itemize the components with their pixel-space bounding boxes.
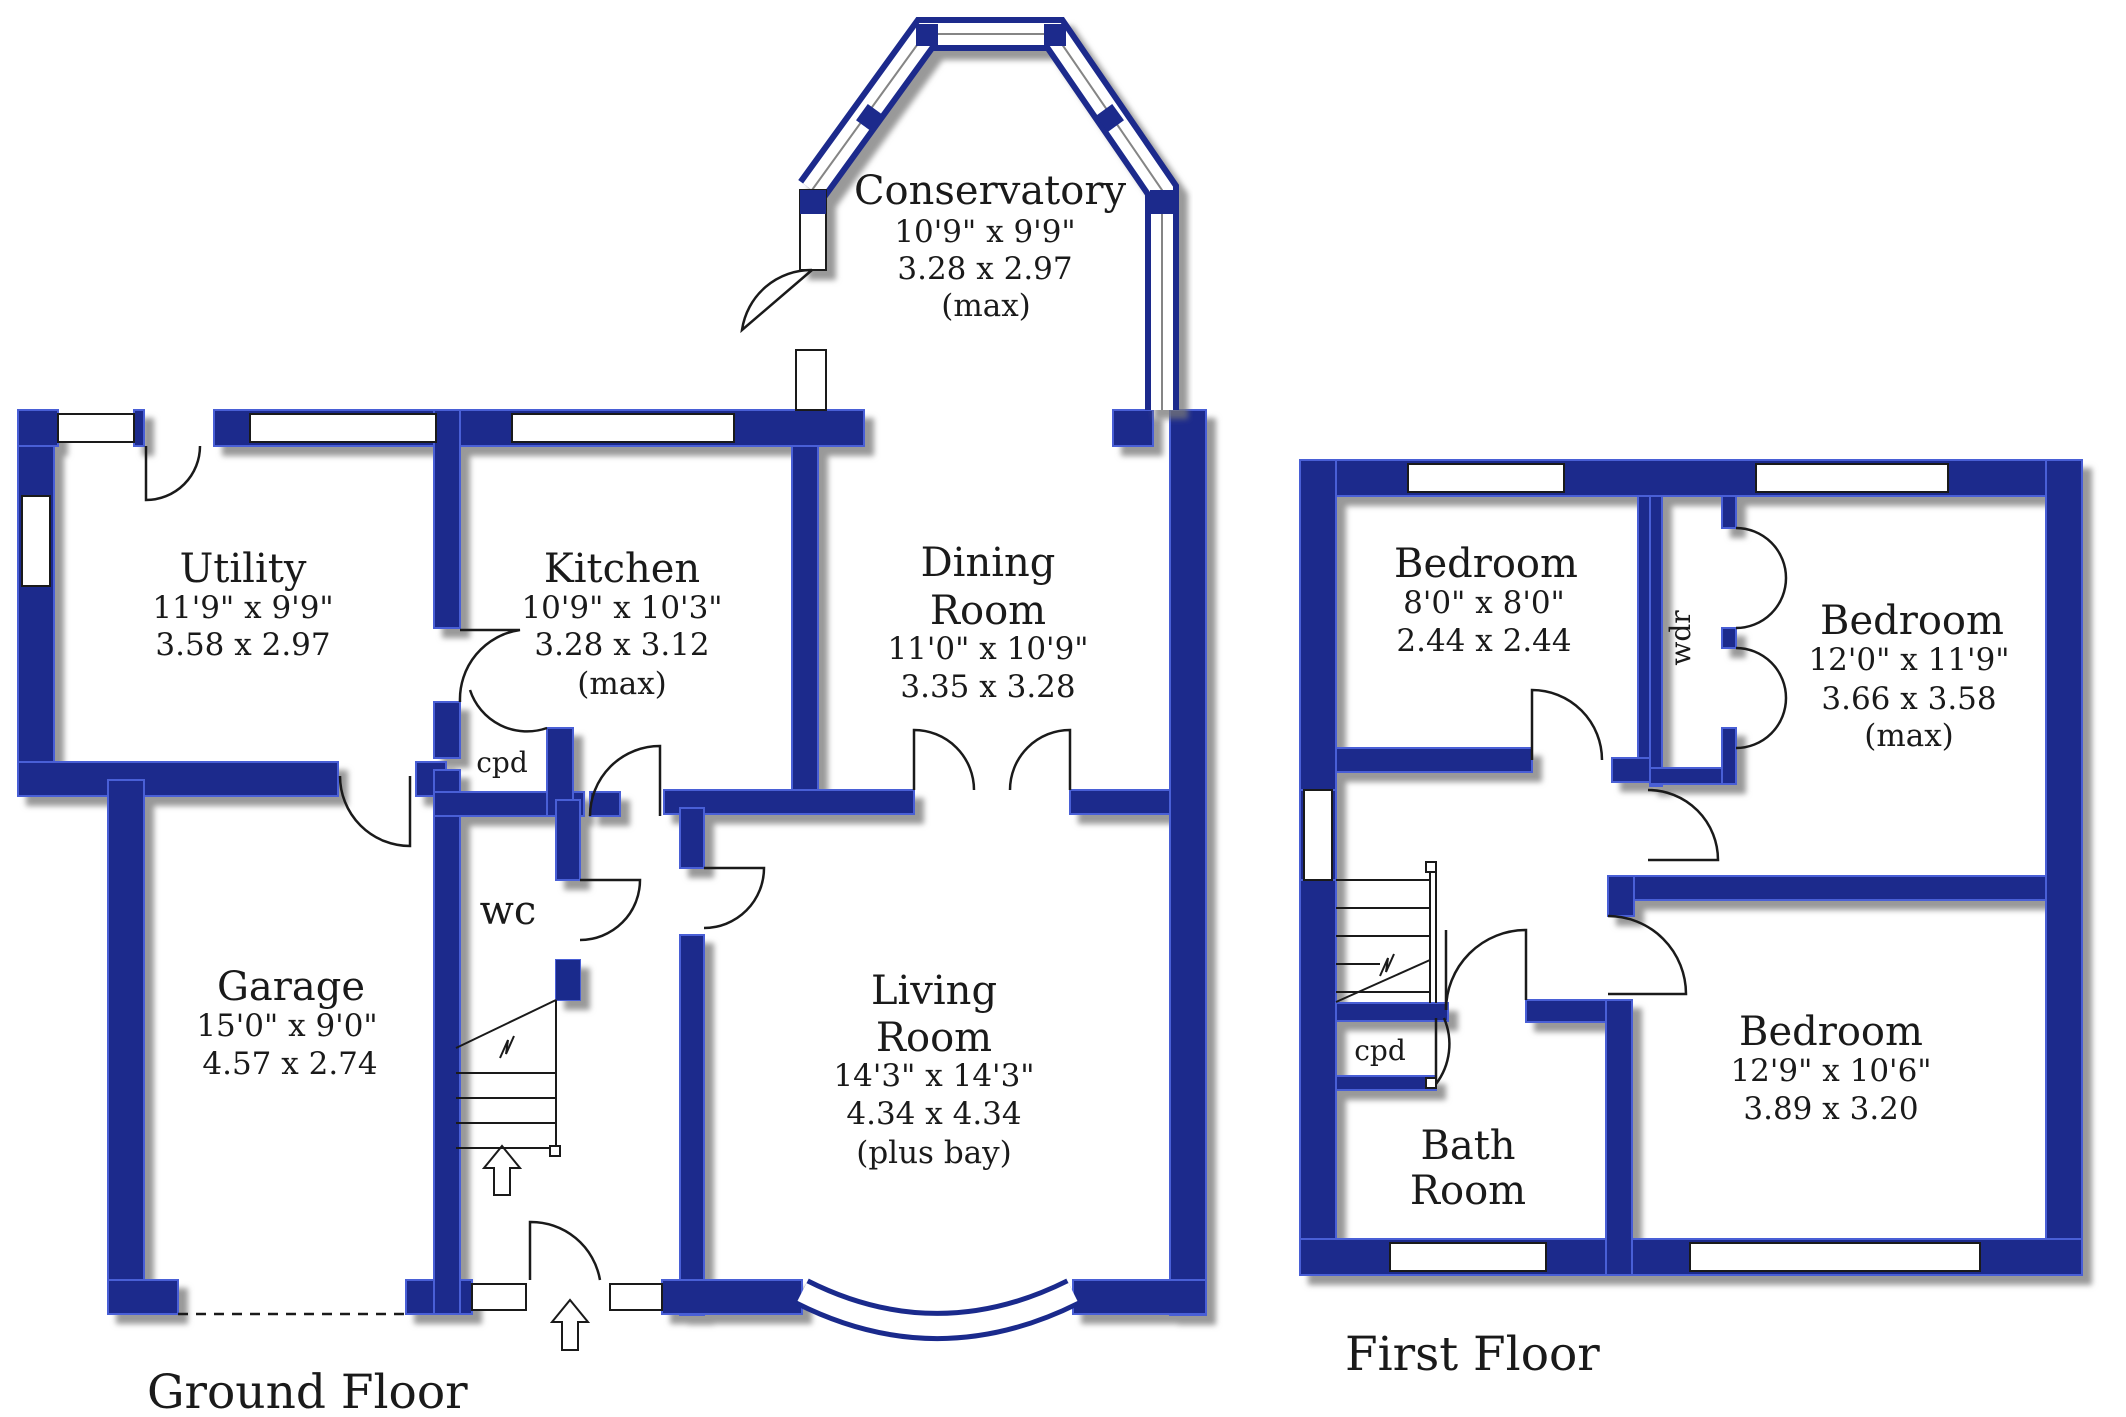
bedroom-small-name: Bedroom [1394, 541, 1578, 587]
wall-segment [1069, 789, 1171, 815]
first-floor-title: First Floor [1345, 1327, 1600, 1382]
wall-segment [679, 807, 705, 869]
wall-segment [17, 761, 339, 797]
wall-segment [1721, 727, 1737, 785]
window-front-2 [609, 1283, 663, 1311]
utility-name: Utility [180, 546, 307, 592]
wall-segment [661, 1279, 803, 1315]
wall-segment [1649, 495, 1663, 787]
living-dim-imperial: 14'3" x 14'3" [833, 1058, 1034, 1094]
ground-floor-stairs [455, 960, 591, 1351]
garage-dim-imperial: 15'0" x 9'0" [196, 1008, 377, 1044]
wall-segment [1169, 409, 1207, 1316]
conservatory-note: (max) [941, 288, 1031, 324]
ground-floor-doors [144, 268, 1072, 1316]
first-floor-stairs [1335, 861, 1437, 1089]
ground-floor: Conservatory 10'9" x 9'9" 3.28 x 2.97 (m… [17, 16, 1207, 1417]
kitchen-note: (max) [577, 666, 667, 702]
wall-segment [17, 409, 55, 796]
first-floor-windows [1303, 463, 1981, 1272]
living-name-line1: Living [871, 968, 997, 1014]
wall-segment [1607, 875, 1635, 917]
wall-segment [433, 701, 461, 759]
wall-segment [433, 409, 461, 629]
window-utility-side [21, 495, 51, 587]
bedroom-bottom-dim-imperial: 12'9" x 10'6" [1730, 1053, 1931, 1089]
window-kitchen-2 [511, 413, 735, 443]
bath-name-line1: Bath [1420, 1123, 1515, 1169]
dining-dim-imperial: 11'0" x 10'9" [887, 631, 1088, 667]
dining-name-line1: Dining [921, 540, 1056, 586]
window-bedroom-bottom [1689, 1242, 1981, 1272]
window-stairs [1303, 789, 1333, 881]
conservatory-frame [798, 16, 1179, 410]
wall-segment [1335, 1075, 1437, 1091]
living-note: (plus bay) [856, 1135, 1012, 1171]
wall-segment [107, 1279, 179, 1315]
window-bedroom-small [1407, 463, 1565, 493]
kitchen-name: Kitchen [544, 546, 700, 592]
wall-segment [1112, 409, 1154, 447]
wall-segment [1721, 495, 1737, 529]
living-dim-metric: 4.34 x 4.34 [846, 1096, 1021, 1132]
kitchen-dim-metric: 3.28 x 3.12 [534, 627, 709, 663]
wall-segment [107, 779, 145, 1315]
wall-segment [663, 789, 915, 815]
bedroom-right-note: (max) [1864, 718, 1954, 754]
wall-segment [17, 409, 59, 447]
utility-dim-metric: 3.58 x 2.97 [155, 627, 330, 663]
wall-segment [1335, 747, 1533, 773]
garage-dim-metric: 4.57 x 2.74 [202, 1046, 377, 1082]
kitchen-dim-imperial: 10'9" x 10'3" [521, 590, 722, 626]
wall-segment [1605, 999, 1633, 1276]
wall-segment [1335, 1002, 1449, 1022]
wall-segment [589, 791, 621, 817]
wall-segment [555, 799, 581, 881]
bedroom-bottom-dim-metric: 3.89 x 3.20 [1743, 1091, 1918, 1127]
window-bath [1389, 1242, 1547, 1272]
wall-segment [2045, 459, 2083, 1276]
wall-segment [1072, 1279, 1207, 1315]
window-front-1 [471, 1283, 527, 1311]
bedroom-bottom-name: Bedroom [1739, 1009, 1923, 1055]
first-floor-doors [1434, 526, 1788, 1088]
wall-segment [1721, 627, 1737, 649]
living-name-line2: Room [876, 1015, 992, 1061]
wall-segment [1607, 875, 2047, 901]
bedroom-right-dim-imperial: 12'0" x 11'9" [1808, 642, 2009, 678]
conservatory-dim-imperial: 10'9" x 9'9" [894, 214, 1075, 250]
window-utility-top [57, 413, 135, 443]
wall-segment [791, 445, 819, 797]
ground-floor-windows [21, 349, 827, 1311]
conservatory-name: Conservatory [854, 168, 1126, 214]
ground-floor-title: Ground Floor [147, 1365, 468, 1417]
wc-label: wc [480, 888, 537, 934]
bedroom-right-name: Bedroom [1820, 598, 2004, 644]
bedroom-small-dim-metric: 2.44 x 2.44 [1396, 623, 1571, 659]
dining-name-line2: Room [930, 588, 1046, 634]
utility-dim-imperial: 11'9" x 9'9" [152, 590, 333, 626]
wall-segment [1525, 999, 1607, 1023]
wall-segment [679, 934, 705, 1316]
wall-segment [133, 409, 145, 447]
cpd-ground-label: cpd [476, 746, 528, 779]
cpd-first-label: cpd [1354, 1034, 1406, 1067]
first-floor: Bedroom 8'0" x 8'0" 2.44 x 2.44 wdr Bedr… [1299, 459, 2083, 1382]
conservatory-dim-metric: 3.28 x 2.97 [897, 251, 1072, 287]
bath-name-line2: Room [1410, 1168, 1526, 1214]
living-room-bay [795, 1278, 1080, 1341]
wall-segment [433, 769, 461, 1315]
dining-dim-metric: 3.35 x 3.28 [900, 669, 1075, 705]
window-kitchen-1 [249, 413, 437, 443]
window-bedroom-right [1755, 463, 1949, 493]
bedroom-small-dim-imperial: 8'0" x 8'0" [1403, 585, 1565, 621]
window-conservatory-stub [795, 349, 827, 411]
garage-name: Garage [217, 964, 365, 1010]
bedroom-right-dim-metric: 3.66 x 3.58 [1821, 681, 1996, 717]
wdr-label: wdr [1664, 610, 1697, 666]
